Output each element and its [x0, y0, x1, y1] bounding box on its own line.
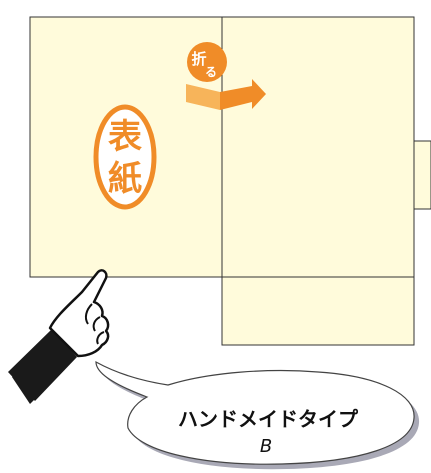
panel-bottom-flap [221, 276, 415, 346]
fold-indicator: 折 る [186, 42, 266, 110]
panel-right [221, 16, 415, 278]
callout-subtitle: B [260, 436, 272, 457]
side-tab [413, 140, 431, 210]
cover-seal: 表 紙 [93, 104, 157, 210]
cover-seal-line2: 紙 [108, 159, 142, 199]
fold-badge-char2: る [205, 65, 217, 79]
fold-arrow-icon [186, 79, 266, 110]
cover-seal-line1: 表 [108, 117, 142, 157]
pointing-hand-icon [8, 269, 110, 404]
callout-title: ハンドメイドタイプ [178, 407, 359, 431]
speech-bubble: ハンドメイドタイプ B [95, 360, 420, 470]
fold-badge-char1: 折 [191, 50, 206, 68]
